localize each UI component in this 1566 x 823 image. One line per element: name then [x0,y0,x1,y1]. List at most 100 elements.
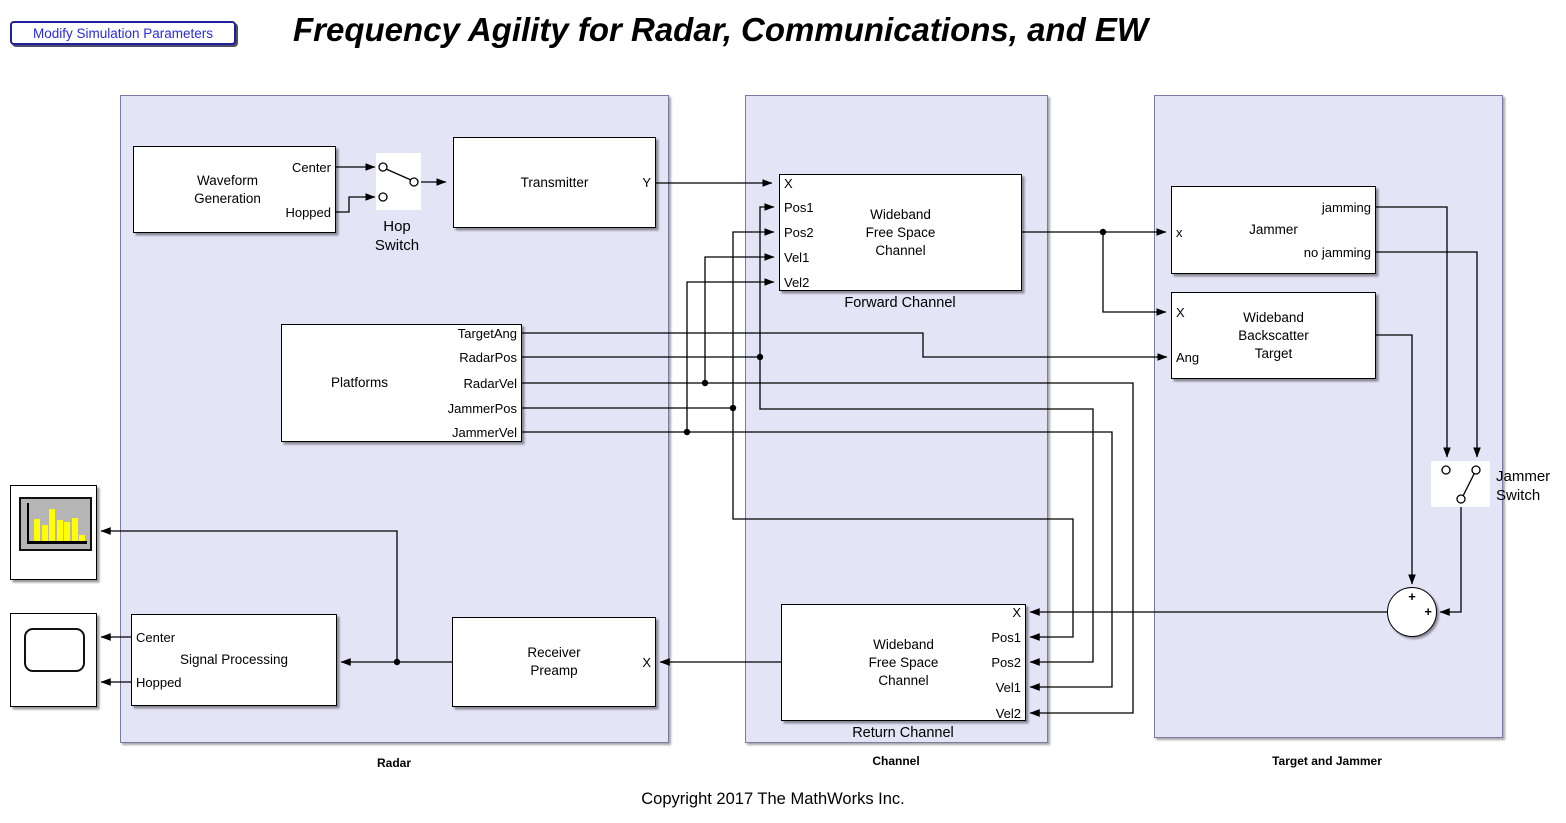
block-sum[interactable]: + + [1387,587,1437,637]
port-jamming: jamming [1321,200,1371,215]
port-ang: Ang [1176,350,1200,365]
port-targetang: TargetAng [457,326,517,341]
spectrum-bar [41,525,48,541]
wire-radarpos-to-return-pos2[interactable] [759,357,1094,666]
jammer-switch-output[interactable] [1456,494,1466,504]
block-receiver-preamp[interactable]: Receiver Preamp X [452,617,656,707]
wire-junction-dot [701,379,709,387]
port-center: Center [291,160,331,175]
block-signal-processing[interactable]: Signal Processing Center Hopped [131,614,337,706]
spectrum-bar [56,520,63,541]
wire-branch-to-spectrum-analyzer[interactable] [100,527,398,662]
port-pos1: Pos1 [784,200,814,215]
sum-plus-right: + [1424,604,1432,619]
port-x: X [784,176,793,191]
hop-switch-input-1[interactable] [378,162,388,172]
hop-switch-block[interactable] [376,153,421,210]
region-label-radar: Radar [376,756,412,770]
wire-junction-dot [1099,228,1107,236]
port-no-jamming: no jamming [1303,245,1371,260]
block-platforms[interactable]: Platforms TargetAng RadarPos RadarVel Ja… [281,324,522,442]
wire-forward-to-backscatter-x[interactable] [1102,232,1167,316]
block-name: Transmitter [520,174,589,190]
spectrum-bar [71,518,78,541]
block-return-channel[interactable]: Wideband Free Space Channel X Pos1 Pos2 … [781,604,1026,721]
copyright-note: Copyright 2017 The MathWorks Inc. [641,790,905,808]
port-x: X [642,655,651,670]
port-vel2: Vel2 [784,275,810,290]
spectrum-bar [64,522,70,541]
sum-plus-top: + [1408,589,1416,604]
port-jammervel: JammerVel [451,425,517,440]
spectrum-axes [27,503,87,544]
port-vel1: Vel1 [995,680,1021,695]
wire-jammer-switch-to-sum[interactable] [1439,504,1462,616]
forward-channel-caption: Forward Channel [844,295,956,311]
wire-radarpos-to-forward-pos1[interactable] [759,203,775,357]
wire-junction-dot [756,353,764,361]
port-vel1: Vel1 [784,250,810,265]
wire-jammervel-to-return-vel1[interactable] [522,431,1113,691]
wire-no-jamming-to-jammer-switch[interactable] [1376,251,1481,458]
block-waveform-generation[interactable]: Waveform Generation Center Hopped [133,146,336,233]
port-jammerpos: JammerPos [447,401,517,416]
block-backscatter-target[interactable]: Wideband Backscatter Target X Ang [1171,292,1376,379]
port-pos1: Pos1 [991,630,1021,645]
spectrum-bar [79,535,85,541]
port-center: Center [136,630,176,645]
port-radarvel: RadarVel [463,376,517,391]
jammer-switch-input-jamming[interactable] [1441,465,1451,475]
port-vel2: Vel2 [995,706,1021,721]
wire-radarvel-to-return-vel2[interactable] [522,382,1134,717]
port-pos2: Pos2 [991,655,1021,670]
spectrum-bars [34,509,85,541]
port-hopped: Hopped [285,205,331,220]
jammer-switch-input-no-jamming[interactable] [1471,465,1481,475]
wire-jammervel-to-forward-vel2[interactable] [686,278,775,432]
wire-jammerpos-to-forward-pos2[interactable] [732,228,775,408]
block-name: Wideband Free Space Channel [868,636,939,688]
modify-simulation-parameters-button[interactable]: Modify Simulation Parameters [10,21,236,45]
jammer-switch-label: Jammer Switch [1496,468,1551,504]
block-scope[interactable] [10,613,97,707]
port-hopped: Hopped [136,675,182,690]
return-channel-caption: Return Channel [852,725,954,741]
jammer-switch-block[interactable] [1431,461,1490,507]
hop-switch-label: Hop Switch [374,218,420,254]
wire-junction-dot [393,658,401,666]
port-radarpos: RadarPos [459,350,517,365]
region-label-channel: Channel [872,754,920,768]
wire-targetang-to-backscatter-ang[interactable] [522,332,1168,361]
wire-jammerpos-to-return-pos1[interactable] [732,408,1074,641]
block-forward-channel[interactable]: Wideband Free Space Channel X Pos1 Pos2 … [779,174,1022,291]
block-jammer[interactable]: Jammer x jamming no jamming [1171,186,1376,274]
block-name: Signal Processing [179,652,289,667]
block-transmitter[interactable]: Transmitter Y [453,137,656,228]
block-spectrum-analyzer[interactable] [10,485,97,580]
port-y: Y [642,175,651,190]
spectrum-bars-icon [19,497,92,551]
spectrum-bar [49,509,55,541]
hop-switch-output[interactable] [409,177,419,187]
scope-screen-icon [24,628,85,672]
port-x: X [1012,605,1021,620]
port-x: X [1176,305,1185,320]
hop-switch-input-2[interactable] [378,192,388,202]
wire-radarvel-to-forward-vel1[interactable] [704,253,775,383]
block-name: Wideband Backscatter Target [1238,309,1309,361]
block-name: Receiver Preamp [527,645,581,678]
signal-wires[interactable] [100,163,1481,717]
wire-jamming-to-jammer-switch[interactable] [1376,206,1451,458]
port-pos2: Pos2 [784,225,814,240]
wire-junction-dot [729,404,737,412]
block-name: Wideband Free Space Channel [865,206,936,258]
wire-junction-dot [683,428,691,436]
wire-backscatter-to-sum[interactable] [1376,334,1416,585]
wire-hopped-to-hop-switch[interactable] [336,193,376,213]
wire-junctions [393,228,1107,666]
region-label-target-and-jammer: Target and Jammer [1272,754,1382,768]
model-title: Frequency Agility for Radar, Communicati… [293,11,1149,48]
port-x: x [1176,225,1183,240]
